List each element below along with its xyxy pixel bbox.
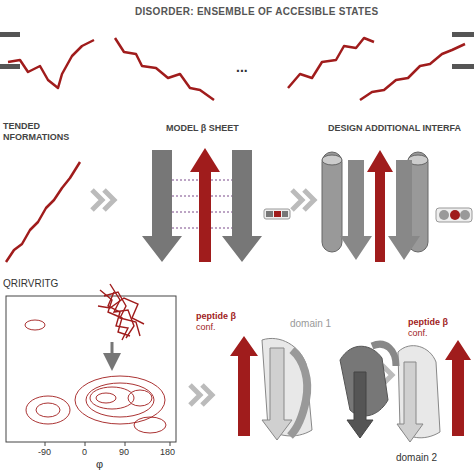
axis-tick: -90 xyxy=(38,448,51,458)
peptide-label: conf. xyxy=(408,329,428,339)
domain-label: domain 2 xyxy=(396,452,437,463)
peptide-label: conf. xyxy=(196,323,216,333)
axis-tick: 90 xyxy=(119,448,129,458)
panel-heading: DESIGN ADDITIONAL INTERFA xyxy=(328,124,461,134)
peptide-label: peptide β xyxy=(196,312,236,322)
axis-tick: 0 xyxy=(82,448,87,458)
sequence-label: QRIRVRITG xyxy=(3,278,58,289)
axis-title: φ xyxy=(96,458,103,470)
peptide-label: peptide β xyxy=(408,318,448,328)
panel-heading: NFORMATIONS xyxy=(3,133,69,143)
panel-heading: TENDED xyxy=(3,122,40,132)
domain-label: domain 1 xyxy=(290,318,331,329)
figure-title: DISORDER: ENSEMBLE OF ACCESIBLE STATES xyxy=(135,6,378,17)
ellipsis: ... xyxy=(236,60,248,75)
axis-tick: 180 xyxy=(160,448,175,458)
panel-heading: MODEL β SHEET xyxy=(166,124,239,134)
